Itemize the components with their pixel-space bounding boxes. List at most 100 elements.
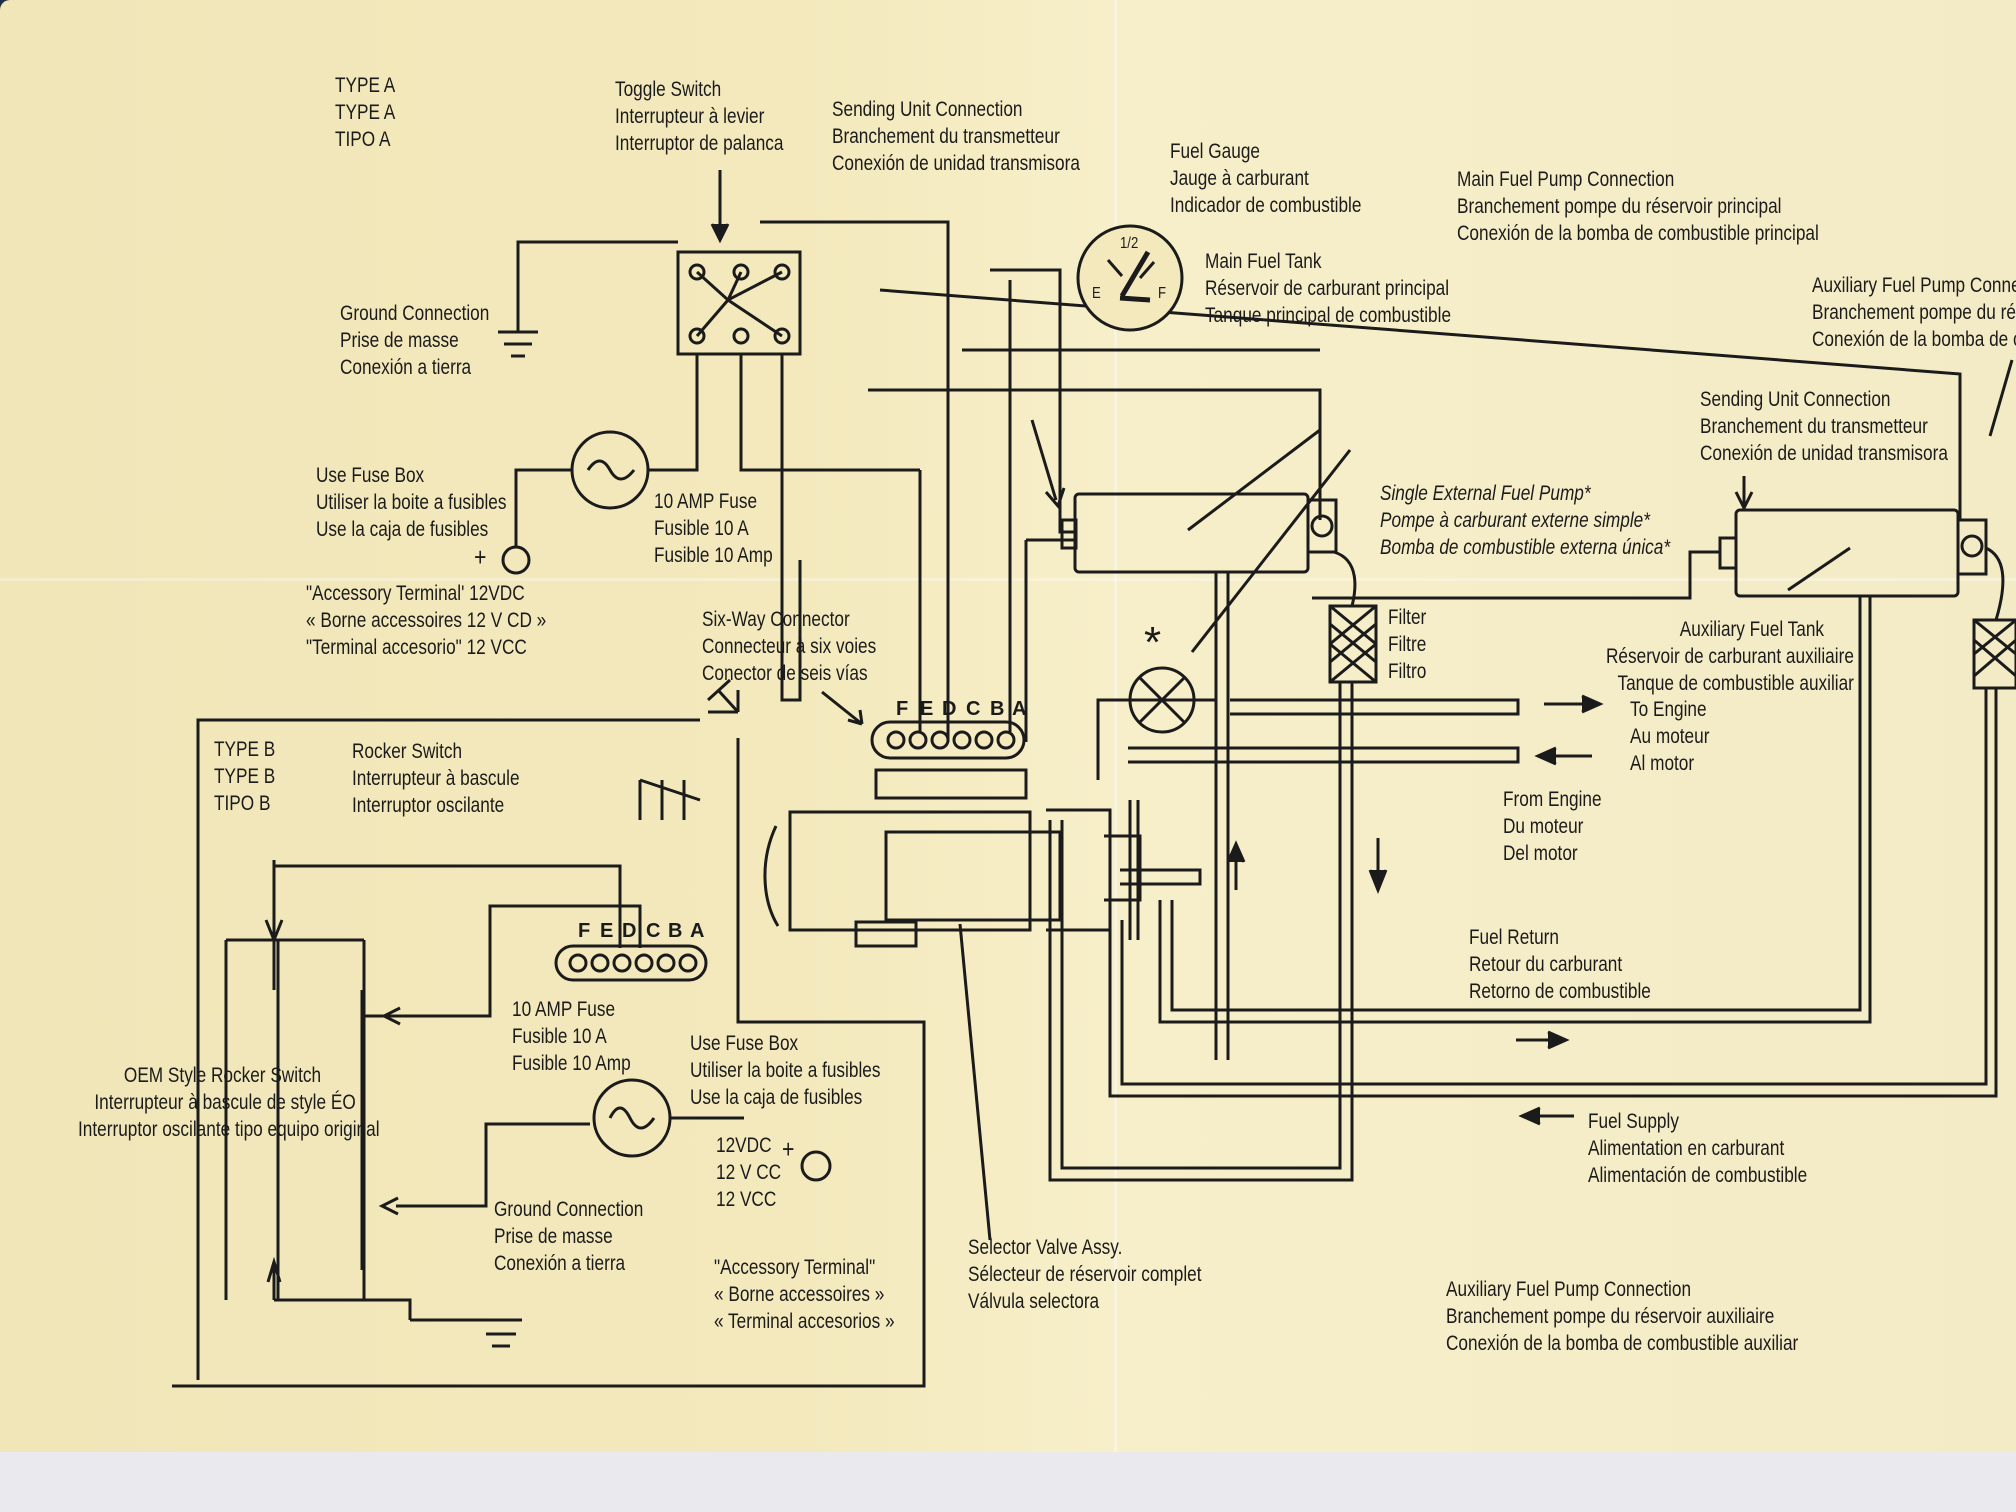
line: Branchement pompe du rés [1812, 301, 2016, 324]
line: Conexión de la bomba de combustible prin… [1457, 222, 1819, 245]
main-fuel-tank-symbol [1073, 492, 1310, 574]
line: Conector de seis vías [702, 662, 868, 685]
line: Main Fuel Pump Connection [1457, 168, 1675, 191]
selector-valve-symbol [1128, 666, 1196, 734]
line: Fusible 10 A [654, 517, 749, 540]
sending-unit-aux-label: Sending Unit Connection Branchement du t… [1700, 386, 1948, 467]
line: Utiliser la boite a fusibles [316, 491, 507, 514]
line: OEM Style Rocker Switch [123, 1064, 322, 1087]
connector-a-pin-d: D [942, 698, 957, 720]
connector-b-pin-b: B [668, 920, 683, 942]
line: Auxiliary Fuel Tank [1679, 618, 1825, 641]
gauge-empty-mark: E [1092, 285, 1101, 302]
line: Prise de masse [340, 329, 459, 352]
line: To Engine [1630, 698, 1707, 721]
line: Auxiliary Fuel Pump Conne [1812, 274, 2016, 297]
line: Rocker Switch [352, 740, 463, 763]
line: Conexión de la bomba de combustible auxi… [1446, 1332, 1799, 1355]
line: "Accessory Terminal' 12VDC [306, 582, 525, 605]
line: 10 AMP Fuse [654, 490, 758, 513]
six-way-connector-b [554, 944, 708, 982]
connector-b-pin-c: C [646, 920, 661, 942]
line: TYPE B [214, 738, 276, 761]
line: Interruptor de palanca [615, 132, 784, 155]
main-pump-symbol [1306, 498, 1338, 554]
line: Main Fuel Tank [1205, 250, 1322, 273]
sending-unit-main-label: Sending Unit Connection Branchement du t… [832, 96, 1080, 177]
line: Use Fuse Box [690, 1032, 799, 1055]
ground-connection-a-label: Ground Connection Prise de masse Conexió… [340, 300, 489, 381]
gauge-needle [1119, 250, 1151, 298]
line: Alimentation en carburant [1588, 1137, 1785, 1160]
fuse-b-symbol [592, 1078, 672, 1158]
line: Use la caja de fusibles [690, 1086, 863, 1109]
filter-aux [1972, 618, 2016, 690]
rocker-switch-label: Rocker Switch Interrupteur à bascule Int… [352, 738, 520, 819]
line: Interruptor oscilante tipo equipo origin… [78, 1118, 380, 1141]
line: Prise de masse [494, 1225, 613, 1248]
line: « Borne accessoires » [714, 1283, 885, 1306]
line: Fuel Return [1469, 926, 1559, 949]
selector-valve-label: Selector Valve Assy. Sélecteur de réserv… [968, 1234, 1202, 1315]
line: Retorno de combustible [1469, 980, 1651, 1003]
line: Indicador de combustible [1170, 194, 1362, 217]
paper-fold-vertical [1114, 0, 1117, 1512]
line: Fuel Supply [1588, 1110, 1679, 1133]
fuel-supply-label: Fuel Supply Alimentation en carburant Al… [1588, 1108, 1807, 1189]
ground-symbol-b [480, 1318, 522, 1348]
fuse-10amp-a-label: 10 AMP Fuse Fusible 10 A Fusible 10 Amp [654, 488, 773, 569]
use-fuse-box-b-label: Use Fuse Box Utiliser la boite a fusible… [690, 1030, 880, 1111]
fuel-return-label: Fuel Return Retour du carburant Retorno … [1469, 924, 1651, 1005]
plus-sign-b: + [782, 1134, 795, 1164]
connector-b-pins [568, 953, 698, 973]
line: Válvula selectora [968, 1290, 1100, 1313]
line: "Accessory Terminal" [714, 1256, 876, 1279]
voltage-b-label: 12VDC 12 V CC 12 VCC [716, 1132, 781, 1213]
line: Fuel Gauge [1170, 140, 1260, 163]
line: Branchement du transmetteur [832, 125, 1060, 148]
line: TYPE A [335, 74, 396, 97]
line: Single External Fuel Pump* [1380, 482, 1591, 505]
line: Use la caja de fusibles [316, 518, 489, 541]
connector-a-pin-c: C [966, 698, 981, 720]
line: Filtro [1388, 660, 1427, 683]
fuse-10amp-b-label: 10 AMP Fuse Fusible 10 A Fusible 10 Amp [512, 996, 631, 1077]
connector-a-pin-f: F [896, 698, 909, 720]
filter-label: Filter Filtre Filtro [1388, 604, 1426, 685]
line: Tanque de combustible auxiliar [1617, 672, 1854, 695]
line: Del motor [1503, 842, 1578, 865]
connector-b-pin-d: D [622, 920, 637, 942]
line: Sending Unit Connection [1700, 388, 1891, 411]
line: Branchement pompe du réservoir principal [1457, 195, 1782, 218]
line: Au moteur [1630, 725, 1710, 748]
oem-rocker-switch-label: OEM Style Rocker Switch Interrupteur à b… [78, 1062, 380, 1143]
line: Conexión de unidad transmisora [832, 152, 1080, 175]
aux-fuel-tank-symbol [1734, 508, 1960, 598]
ground-connection-b-label: Ground Connection Prise de masse Conexió… [494, 1196, 643, 1277]
line: "Terminal accesorio" 12 VCC [306, 636, 527, 659]
line: Fusible 10 A [512, 1025, 607, 1048]
ground-symbol-a [498, 330, 538, 358]
main-fuel-pump-connection-label: Main Fuel Pump Connection Branchement po… [1457, 166, 1819, 247]
line: Tanque principal de combustible [1205, 304, 1452, 327]
connector-b-pin-f: F [578, 920, 591, 942]
asterisk-mark: * [1144, 618, 1162, 667]
fuel-gauge-label: Fuel Gauge Jauge à carburant Indicador d… [1170, 138, 1361, 219]
battery-terminal-b [800, 1150, 832, 1182]
line: Utiliser la boite a fusibles [690, 1059, 881, 1082]
type-b-label: TYPE B TYPE B TIPO B [214, 736, 275, 817]
line: « Terminal accesorios » [714, 1310, 895, 1333]
gauge-half-mark: 1/2 [1120, 235, 1139, 252]
line: Connecteur à six voies [702, 635, 877, 658]
line: Filtre [1388, 633, 1427, 656]
line: Fusible 10 Amp [654, 544, 773, 567]
line: Toggle Switch [615, 78, 722, 101]
line: Selector Valve Assy. [968, 1236, 1123, 1259]
toggle-switch-symbol [676, 250, 802, 356]
line: Du moteur [1503, 815, 1584, 838]
connector-b-pin-e: E [600, 920, 614, 942]
line: TYPE A [335, 101, 396, 124]
connector-a-pin-e: E [920, 698, 934, 720]
